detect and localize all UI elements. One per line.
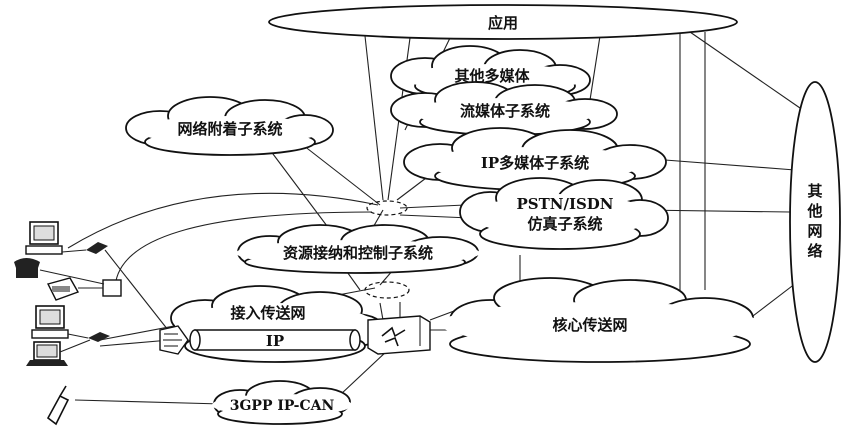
- desktop-computer-icon-2: [31, 305, 69, 339]
- core-transport-label: 核心传送网: [552, 316, 627, 334]
- access-transport-label: 接入传送网: [230, 304, 305, 322]
- desktop-computer-icon-1: [25, 221, 63, 255]
- ip-pipe-label: IP: [266, 332, 284, 350]
- ip-multimedia-subsystem-cloud: IP多媒体子系统: [403, 127, 667, 191]
- access-node-icon: [159, 325, 189, 355]
- network-attachment-subsystem-cloud: 网络附着子系统: [125, 96, 334, 156]
- pstn-isdn-label-line2: 仿真子系统: [527, 215, 602, 233]
- telephone-icon-1: [14, 258, 40, 278]
- racs-cloud: 资源接纳和控制子系统: [236, 224, 480, 274]
- racs-label: 资源接纳和控制子系统: [283, 244, 433, 262]
- other-multimedia-label: 其他多媒体: [454, 67, 530, 85]
- access-point-box: [102, 279, 122, 297]
- other-networks-char-1: 其: [807, 182, 822, 200]
- pstn-isdn-label-line1: PSTN/ISDN: [516, 195, 613, 213]
- pstn-isdn-emulation-cloud: PSTN/ISDN 仿真子系统: [459, 177, 669, 250]
- gpp-ipcan-label: 3GPP IP-CAN: [230, 398, 335, 414]
- modem-icon-2: [88, 332, 110, 342]
- modem-icon-1: [86, 242, 108, 254]
- edge-router-icon: [367, 315, 431, 355]
- upper-interconnect-point: [366, 200, 408, 216]
- laptop-icon: [26, 341, 68, 366]
- ip-multimedia-subsystem-label: IP多媒体子系统: [481, 154, 589, 172]
- streaming-subsystem-label: 流媒体子系统: [460, 102, 550, 120]
- lower-interconnect-point: [364, 281, 410, 299]
- gpp-ipcan-cloud: 3GPP IP-CAN: [212, 380, 352, 425]
- application-label: 应用: [488, 14, 518, 32]
- other-networks-char-4: 络: [807, 242, 822, 260]
- telephone-icon-2: [46, 277, 80, 301]
- core-transport-cloud: 核心传送网: [440, 277, 760, 363]
- ip-pipe: IP: [189, 329, 361, 351]
- other-networks-char-2: 他: [806, 202, 822, 220]
- application-ellipse: 应用: [268, 4, 738, 40]
- mobile-phone-icon: [46, 385, 70, 426]
- other-networks-ellipse: 其 他 网 络: [789, 81, 841, 363]
- network-attachment-subsystem-label: 网络附着子系统: [177, 120, 282, 138]
- other-networks-char-3: 网: [807, 222, 822, 240]
